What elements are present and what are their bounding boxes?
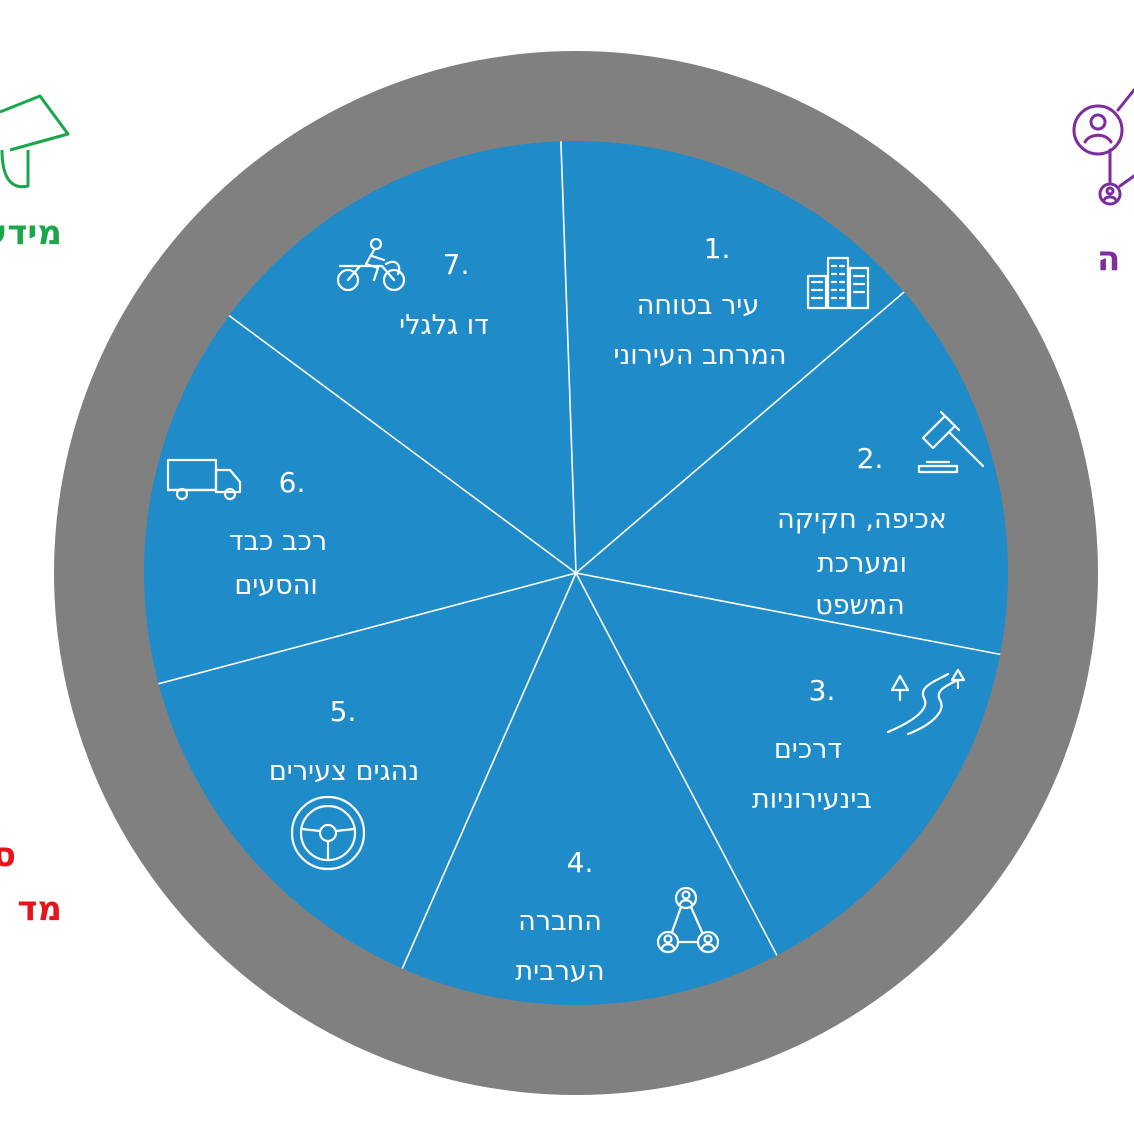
segment-6[interactable]: 6. רכב כבד והסעים xyxy=(166,458,327,601)
gavel-icon xyxy=(917,410,985,474)
segment-6-label-line-2: והסעים xyxy=(234,570,317,601)
segment-2-number: 2. xyxy=(857,442,884,475)
segment-1-label-line-2: המרחב העירוני xyxy=(613,340,786,371)
motorcycle-icon xyxy=(336,237,406,292)
segment-2-label-line-3: המשפט xyxy=(815,590,904,621)
left-top-label-text: מידע xyxy=(0,213,62,253)
segment-3[interactable]: 3. דרכים בינעירוניות xyxy=(752,668,966,815)
segment-1-number: 1. xyxy=(704,232,731,265)
segment-divider xyxy=(560,141,577,574)
segment-dividers xyxy=(158,141,1001,969)
community-network-icon xyxy=(656,886,720,954)
segment-5-number: 5. xyxy=(330,695,357,728)
left-top-label: מידע xyxy=(0,94,70,253)
steering-wheel-icon xyxy=(290,795,366,871)
segment-4[interactable]: 4. החברה הערבית xyxy=(515,846,720,987)
segment-6-number: 6. xyxy=(279,466,306,499)
segment-1-label-line-1: עיר בטוחה xyxy=(637,290,760,321)
winding-road-icon xyxy=(886,668,966,736)
segment-2-label-line-1: אכיפה, חקיקה xyxy=(777,504,947,535)
segment-4-label-line-2: הערבית xyxy=(515,956,604,987)
segment-4-number: 4. xyxy=(567,846,594,879)
segment-1[interactable]: 1. עיר בטוחה המרחב העירוני xyxy=(613,232,870,371)
segment-4-label-line-1: החברה xyxy=(518,906,602,937)
segment-7-number: 7. xyxy=(443,248,470,281)
segment-divider xyxy=(228,314,577,574)
segment-7[interactable]: 7. דו גלגלי xyxy=(336,237,489,341)
segment-3-label-line-2: בינעירוניות xyxy=(752,784,872,815)
segment-divider xyxy=(575,572,778,956)
segment-divider xyxy=(575,291,905,574)
network-people-icon xyxy=(1072,88,1134,206)
segment-5[interactable]: 5. נהגים צעירים xyxy=(269,695,419,871)
segment-7-label-line-1: דו גלגלי xyxy=(399,310,489,341)
segment-divider xyxy=(401,572,577,969)
segment-divider xyxy=(575,572,1001,656)
graduation-cap-icon xyxy=(0,94,70,189)
left-bottom-label-line-1: ס xyxy=(0,835,16,875)
segment-2[interactable]: 2. אכיפה, חקיקה ומערכת המשפט xyxy=(777,410,985,621)
segment-3-label-line-1: דרכים xyxy=(774,734,842,765)
segment-divider xyxy=(158,572,577,685)
truck-icon xyxy=(166,458,242,501)
segment-3-number: 3. xyxy=(809,674,836,707)
left-bottom-label: ס מד xyxy=(0,835,62,929)
right-top-label-text: ה xyxy=(1097,239,1120,279)
segment-5-label-line-1: נהגים צעירים xyxy=(269,756,419,787)
segment-6-label-line-1: רכב כבד xyxy=(229,526,327,557)
city-buildings-icon xyxy=(806,256,870,310)
left-bottom-label-line-2: מד xyxy=(17,889,62,929)
segment-2-label-line-2: ומערכת xyxy=(817,548,907,579)
right-top-label: ה xyxy=(1072,88,1134,279)
